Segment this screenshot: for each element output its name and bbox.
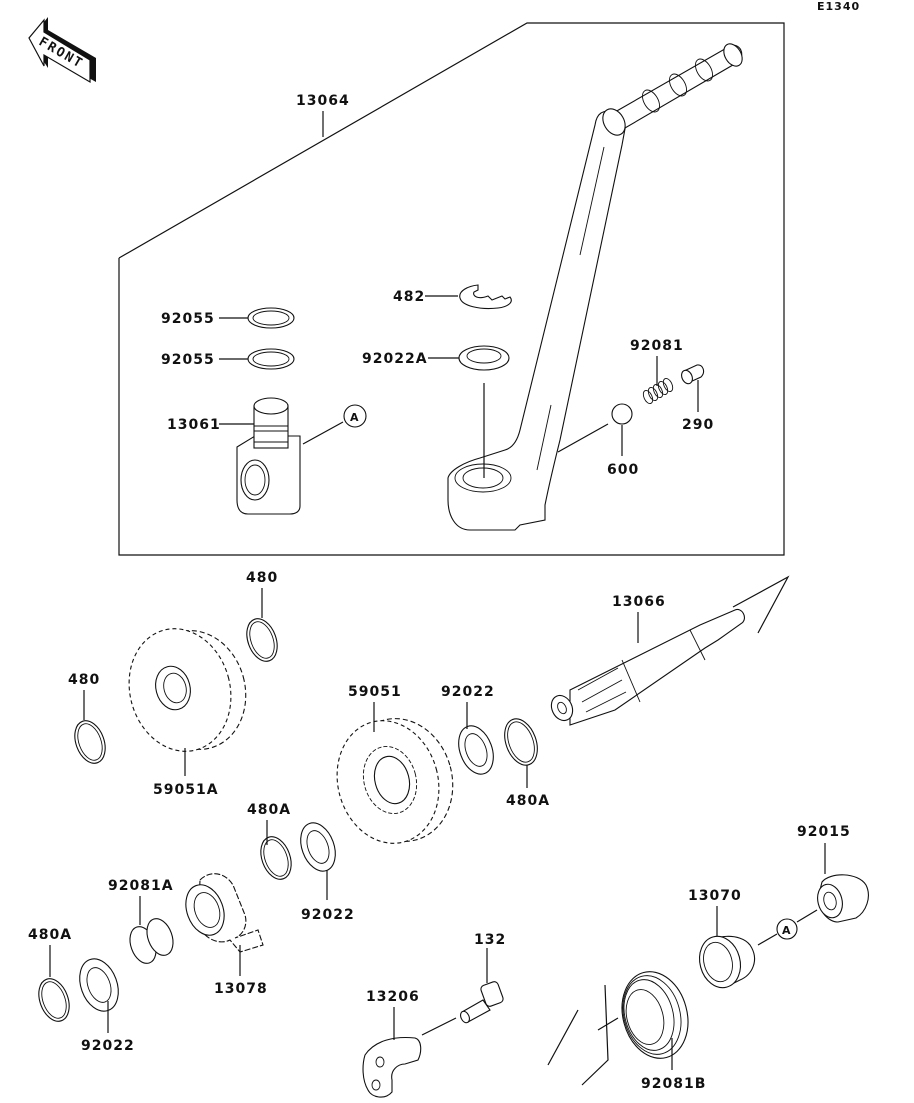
front-arrow-icon: FRONT	[28, 17, 96, 84]
e-clip-482[interactable]: 482	[393, 284, 512, 310]
gear-59051[interactable]: 59051	[324, 684, 467, 855]
part-label-480A: 480A	[28, 927, 72, 943]
circlip-480A-left[interactable]: 480A	[28, 927, 75, 1025]
o-ring-92055-lower[interactable]: 92055	[161, 348, 295, 370]
part-label-92022: 92022	[81, 1038, 135, 1054]
part-label-59051: 59051	[348, 684, 402, 700]
circlip-480A-right[interactable]: 480A	[499, 714, 550, 809]
part-label-92022: 92022	[301, 907, 355, 923]
part-label-132: 132	[474, 932, 506, 948]
reference-marker-a	[343, 404, 367, 428]
diagram-code: E1340	[817, 0, 860, 13]
part-label-13078: 13078	[214, 981, 268, 997]
nut-92015[interactable]: 92015	[797, 824, 869, 923]
circlip-480-left[interactable]: 480	[68, 672, 111, 767]
part-label-92081A: 92081A	[108, 878, 174, 894]
part-label-600: 600	[607, 462, 639, 478]
bolt-132[interactable]: 132	[421, 932, 506, 1036]
part-label-290: 290	[682, 417, 714, 433]
washer-92022A[interactable]: 92022A	[362, 345, 510, 478]
part-label-13064: 13064	[296, 93, 350, 109]
part-label-480: 480	[246, 570, 278, 586]
collar-13070[interactable]: 13070 A	[688, 888, 818, 992]
part-label-92081: 92081	[630, 338, 684, 354]
reference-marker-a	[776, 918, 798, 940]
part-label-482: 482	[393, 289, 425, 305]
part-label-480A: 480A	[247, 802, 291, 818]
part-label-92081B: 92081B	[641, 1076, 706, 1092]
plug-290[interactable]: 290	[680, 364, 715, 433]
reference-marker-label: A	[350, 411, 360, 424]
part-label-13066: 13066	[612, 594, 666, 610]
kick-lever[interactable]	[447, 41, 746, 531]
circlip-480A-middle[interactable]: 480A	[247, 802, 297, 883]
part-label-13206: 13206	[366, 989, 420, 1005]
ratchet-13078[interactable]: 13078	[179, 873, 268, 997]
washer-92022-upper[interactable]: 92022	[441, 684, 500, 779]
part-label-92022A: 92022A	[362, 351, 428, 367]
part-label-92022: 92022	[441, 684, 495, 700]
ball-600[interactable]: 600	[557, 403, 639, 478]
part-label-480: 480	[68, 672, 100, 688]
reference-marker-label: A	[782, 924, 792, 937]
gear-59051A[interactable]: 59051A	[116, 617, 259, 798]
return-spring-92081B[interactable]: 92081B	[547, 964, 706, 1092]
spring-92081A[interactable]: 92081A	[108, 878, 178, 967]
part-label-480A: 480A	[506, 793, 550, 809]
circlip-480-upper[interactable]: 480	[241, 570, 282, 665]
kick-pedal-assembly-box: 13064	[118, 22, 785, 556]
kick-shaft-13066[interactable]: 13066	[547, 575, 790, 726]
part-label-13061: 13061	[167, 417, 221, 433]
part-label-92015: 92015	[797, 824, 851, 840]
spring-92081[interactable]: 92081	[630, 338, 684, 405]
part-label-59051A: 59051A	[153, 782, 219, 798]
guide-13206[interactable]: 13206	[362, 989, 422, 1098]
part-label-92055: 92055	[161, 352, 215, 368]
washer-92022-lower[interactable]: 92022	[73, 953, 135, 1054]
washer-92022-middle[interactable]: 92022	[294, 818, 354, 923]
kick-shaft-13061[interactable]: 13061 A	[167, 397, 367, 515]
part-label-13070: 13070	[688, 888, 742, 904]
o-ring-92055-upper[interactable]: 92055	[161, 307, 295, 329]
part-label-92055: 92055	[161, 311, 215, 327]
